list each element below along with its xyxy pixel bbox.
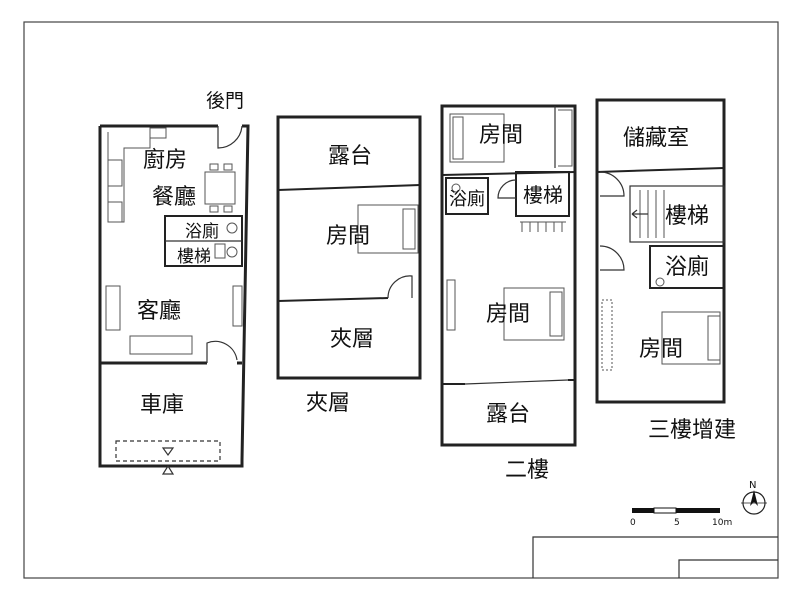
living-room-label: 客廳 bbox=[137, 299, 181, 324]
floor-2-plan: 房間 浴廁 樓梯 房間 露台 二樓 bbox=[440, 104, 577, 483]
f3-caption: 三樓增建 bbox=[648, 418, 736, 443]
f2-caption: 二樓 bbox=[505, 458, 549, 483]
kitchen-label: 廚房 bbox=[143, 148, 187, 173]
scale-tick-10: 10m bbox=[712, 518, 732, 528]
mezz-room-label: 房間 bbox=[326, 224, 370, 249]
mezz-mezzanine-label: 夾層 bbox=[330, 327, 374, 352]
f3-stairs-label: 樓梯 bbox=[665, 204, 709, 229]
title-block bbox=[532, 536, 778, 578]
mezz-terrace-label: 露台 bbox=[328, 144, 372, 169]
f2-bathroom-label: 浴廁 bbox=[449, 188, 485, 210]
floor-1-plan: 後門 廚房 餐廳 浴廁 樓梯 客廳 車庫 bbox=[98, 90, 250, 475]
stairs-label: 樓梯 bbox=[177, 247, 211, 267]
mezzanine-plan: 露台 房間 夾層 夾層 bbox=[276, 115, 422, 416]
bathroom-label: 浴廁 bbox=[185, 221, 219, 242]
f3-room-label: 房間 bbox=[639, 337, 683, 362]
f2-room-main-label: 房間 bbox=[486, 302, 530, 327]
f2-stairs-label: 樓梯 bbox=[523, 183, 563, 207]
compass-north-label: N bbox=[749, 480, 756, 491]
back-door-label: 後門 bbox=[206, 90, 244, 112]
floor-3-plan: 儲藏室 樓梯 浴廁 房間 三樓增建 bbox=[595, 98, 736, 443]
north-arrow-icon: N bbox=[741, 480, 767, 515]
garage-label: 車庫 bbox=[140, 393, 184, 418]
f2-room-top-label: 房間 bbox=[479, 123, 523, 148]
f2-terrace-label: 露台 bbox=[486, 402, 530, 427]
dining-label: 餐廳 bbox=[152, 185, 196, 210]
scale-tick-0: 0 bbox=[630, 518, 636, 528]
scale-tick-5: 5 bbox=[674, 518, 680, 528]
mezz-caption: 夾層 bbox=[306, 391, 350, 416]
sheet-border bbox=[23, 21, 779, 579]
f3-storage-label: 儲藏室 bbox=[623, 126, 689, 151]
f3-bathroom-label: 浴廁 bbox=[665, 255, 709, 280]
scale-bar: 0 5 10m bbox=[630, 507, 732, 528]
